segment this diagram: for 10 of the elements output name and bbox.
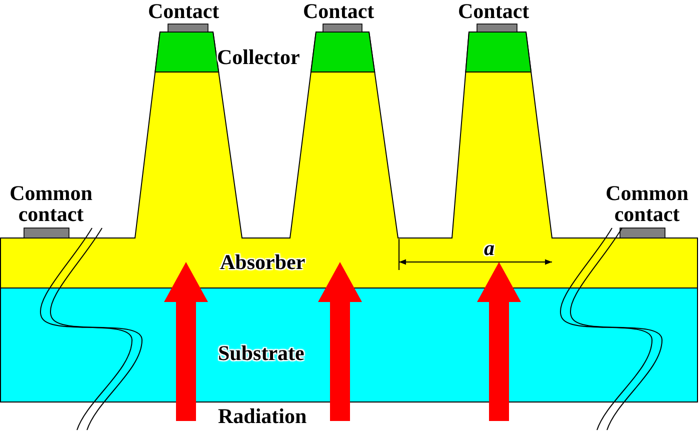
common-contact-label: Common contact <box>8 183 94 225</box>
absorber-label: Absorber <box>220 252 306 273</box>
contact-label: Contact <box>458 1 530 22</box>
collector-label: Collector <box>217 47 300 68</box>
radiation-label: Radiation <box>218 406 307 427</box>
common-contact-label: Common contact <box>604 183 690 225</box>
substrate-label: Substrate <box>218 343 304 364</box>
dimension-label: a <box>484 238 494 259</box>
contact-label: Contact <box>148 1 220 22</box>
contact-label: Contact <box>303 1 374 22</box>
